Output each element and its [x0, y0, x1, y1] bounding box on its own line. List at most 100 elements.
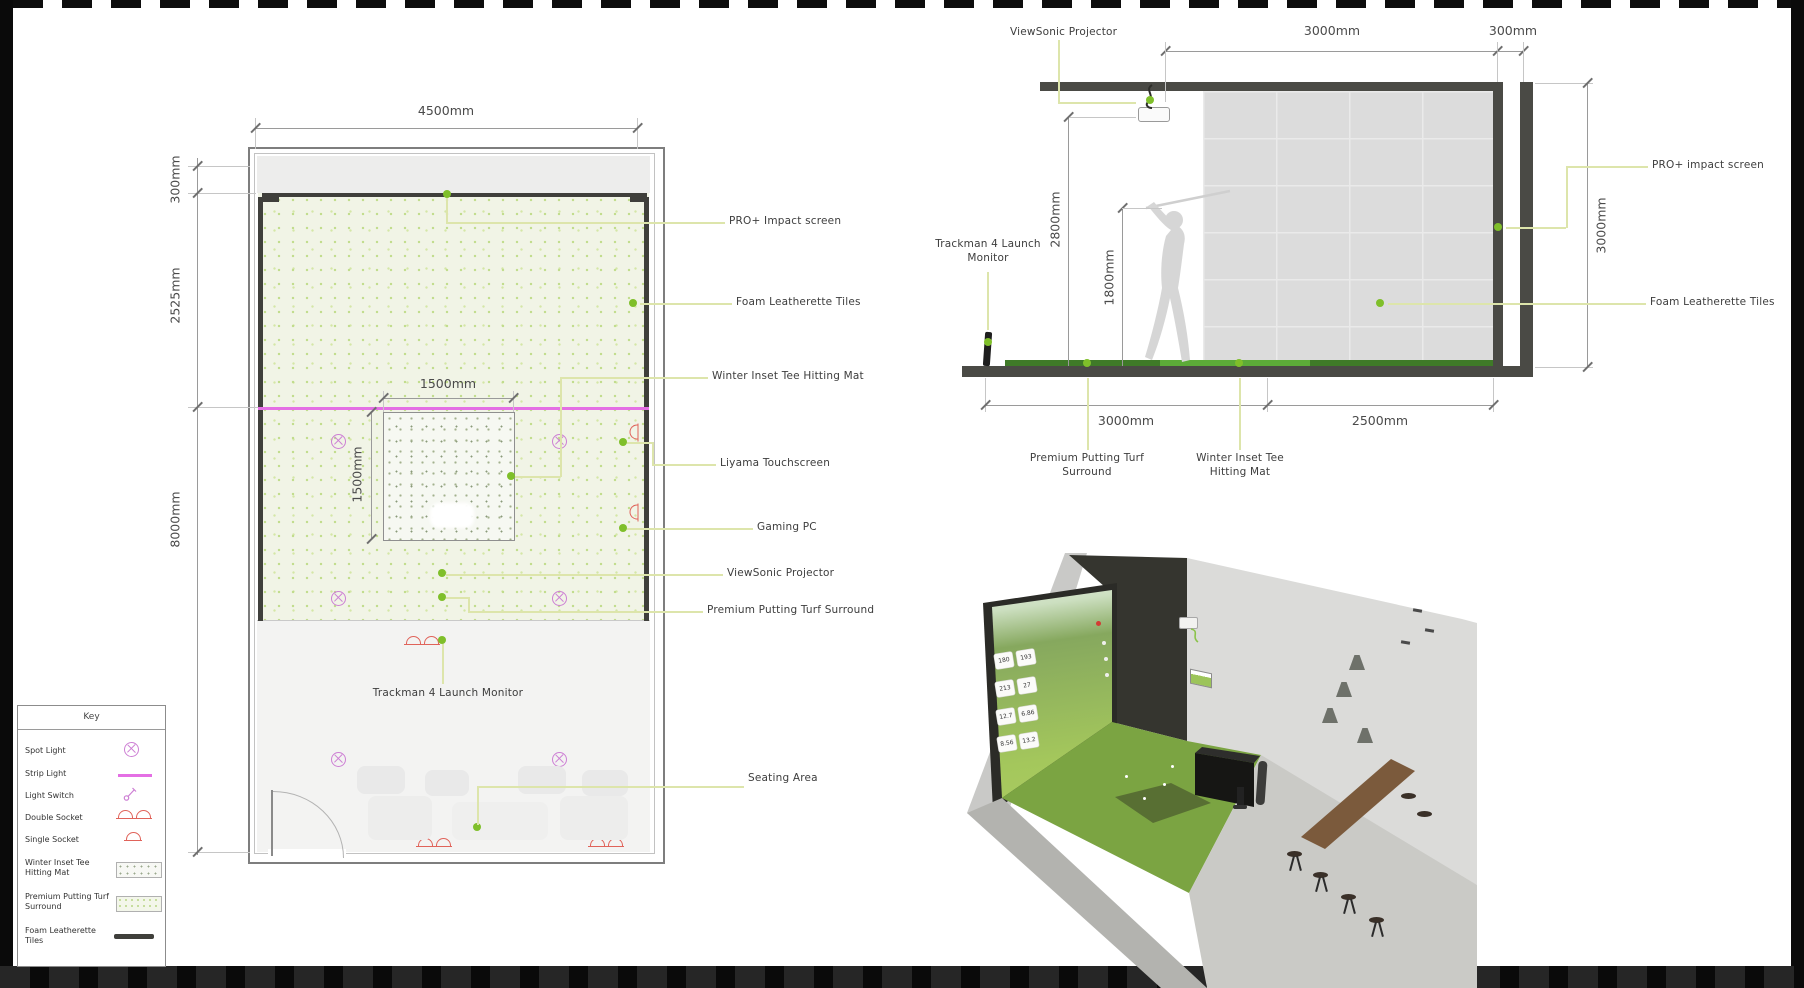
- callout-trackman: Trackman 4 Launch Monitor: [372, 687, 524, 699]
- golf-ball: [1171, 765, 1174, 768]
- extension-line: [513, 391, 514, 412]
- key-title: Key: [83, 712, 100, 722]
- sim-stat-tile: 13.2: [1018, 731, 1040, 750]
- elev-ceiling: [1040, 82, 1497, 91]
- leader-line: [446, 597, 469, 599]
- strip-light-icon: [118, 774, 152, 777]
- plan-dim-lower: 8000mm: [167, 491, 183, 548]
- leader-line: [477, 787, 479, 825]
- leader-dot: [438, 636, 446, 644]
- sim-stat-tile: 8.56: [996, 734, 1018, 753]
- elev-dim-screen-offset: 300mm: [1488, 23, 1538, 38]
- callout-touchscreen: Liyama Touchscreen: [720, 457, 831, 469]
- plan-screen-bracket-left: [262, 193, 279, 202]
- callout-foam-tiles: Foam Leatherette Tiles: [736, 296, 861, 308]
- sim-stat-tile: 193: [1015, 648, 1037, 667]
- stool: [1417, 811, 1432, 817]
- extension-line: [188, 193, 256, 194]
- leader-dot: [1235, 359, 1243, 367]
- plan-dim-mat-width: 1500mm: [419, 376, 477, 391]
- elev-dim-screen-height: 3000mm: [1593, 197, 1609, 254]
- spot-light-icon: [331, 434, 346, 449]
- stool: [1369, 917, 1384, 923]
- spot-light-icon: [331, 752, 346, 767]
- sim-stat-tile: 213: [994, 679, 1016, 698]
- leader-line: [446, 222, 725, 224]
- sim-screen-button: [1102, 641, 1106, 645]
- plan-dim-mat-depth: 1500mm: [349, 446, 365, 503]
- dim-line: [1587, 83, 1588, 367]
- hitting-mat-swatch: [116, 862, 162, 878]
- seating-table: [452, 802, 548, 840]
- projector: [1138, 107, 1170, 122]
- render-projector: [1179, 617, 1198, 629]
- elev-label-hitting-mat: Winter Inset Tee Hitting Mat: [1196, 452, 1284, 478]
- callout-gaming-pc: Gaming PC: [757, 521, 817, 533]
- leader-line: [560, 377, 562, 477]
- single-socket-icon: [629, 424, 638, 440]
- stool: [1401, 793, 1416, 799]
- extension-line: [1497, 42, 1498, 82]
- extension-line: [1493, 378, 1494, 412]
- leader-line: [1388, 303, 1646, 305]
- plan-impact-screen-line: [262, 193, 647, 197]
- trackman-device: [982, 331, 993, 367]
- leader-line: [627, 528, 753, 530]
- golf-ball: [1163, 783, 1166, 786]
- dim-line: [371, 412, 372, 539]
- key-item-label: Premium Putting Turf Surround: [25, 892, 109, 911]
- callout-projector: ViewSonic Projector: [727, 567, 835, 579]
- single-socket-icon: [124, 832, 142, 842]
- sim-stat-tile: 180: [993, 651, 1015, 670]
- leader-line: [477, 786, 744, 788]
- frame-left-bar: [0, 0, 13, 988]
- seating-chair: [425, 770, 469, 796]
- key-item-label: Winter Inset Tee Hitting Mat: [25, 858, 90, 877]
- plan-dim-upper: 2525mm: [167, 267, 183, 324]
- render-trackman-base: [1233, 805, 1247, 809]
- key-item-label: Foam Leatherette Tiles: [25, 926, 96, 945]
- sim-screen-red-icon: [1096, 621, 1101, 626]
- seating-chair: [357, 766, 405, 794]
- callout-hitting-mat: Winter Inset Tee Hitting Mat: [712, 370, 864, 382]
- leader-line: [468, 597, 470, 612]
- leader-line: [1058, 102, 1136, 104]
- elev-label-trackman: Trackman 4 Launch Monitor: [935, 238, 1041, 264]
- plan-screen-recess: [257, 156, 650, 193]
- callout-seating-area: Seating Area: [748, 772, 818, 784]
- key-item-label: Double Socket: [25, 813, 83, 822]
- extension-line: [383, 391, 384, 412]
- sim-screen-button: [1104, 657, 1108, 661]
- elev-impact-screen: [1203, 91, 1493, 366]
- leader-dot: [1146, 96, 1154, 104]
- sim-stat-tile: 12.7: [995, 707, 1017, 726]
- dim-line: [1068, 117, 1069, 366]
- leader-dot: [507, 472, 515, 480]
- dim-line: [383, 398, 513, 399]
- plan-mat-highlight: [430, 503, 474, 528]
- elev-label-foam-tiles: Foam Leatherette Tiles: [1650, 296, 1775, 308]
- leader-dot: [629, 299, 637, 307]
- dim-line: [1165, 51, 1497, 52]
- strip-light-line: [258, 407, 649, 410]
- key-title-divider: [18, 729, 165, 730]
- seating-sofa: [368, 796, 432, 840]
- sim-stat-tile: 6.86: [1017, 704, 1039, 723]
- leader-line: [446, 198, 448, 222]
- leader-line: [652, 464, 716, 466]
- leader-line: [515, 476, 560, 478]
- extension-line: [1535, 83, 1593, 84]
- single-socket-icon: [629, 504, 638, 520]
- leader-line: [1239, 378, 1241, 450]
- key-item-label: Spot Light: [25, 746, 66, 755]
- extension-line: [1523, 42, 1524, 82]
- elev-label-putting-turf: Premium Putting Turf Surround: [1029, 452, 1145, 478]
- leader-dot: [1494, 223, 1502, 231]
- extension-line: [188, 407, 258, 408]
- golfer-silhouette: [1145, 189, 1231, 362]
- extension-line: [1535, 367, 1593, 368]
- render-projector-cable: [1190, 628, 1199, 643]
- sim-stat-tile: 27: [1016, 676, 1038, 695]
- stool: [1341, 894, 1356, 900]
